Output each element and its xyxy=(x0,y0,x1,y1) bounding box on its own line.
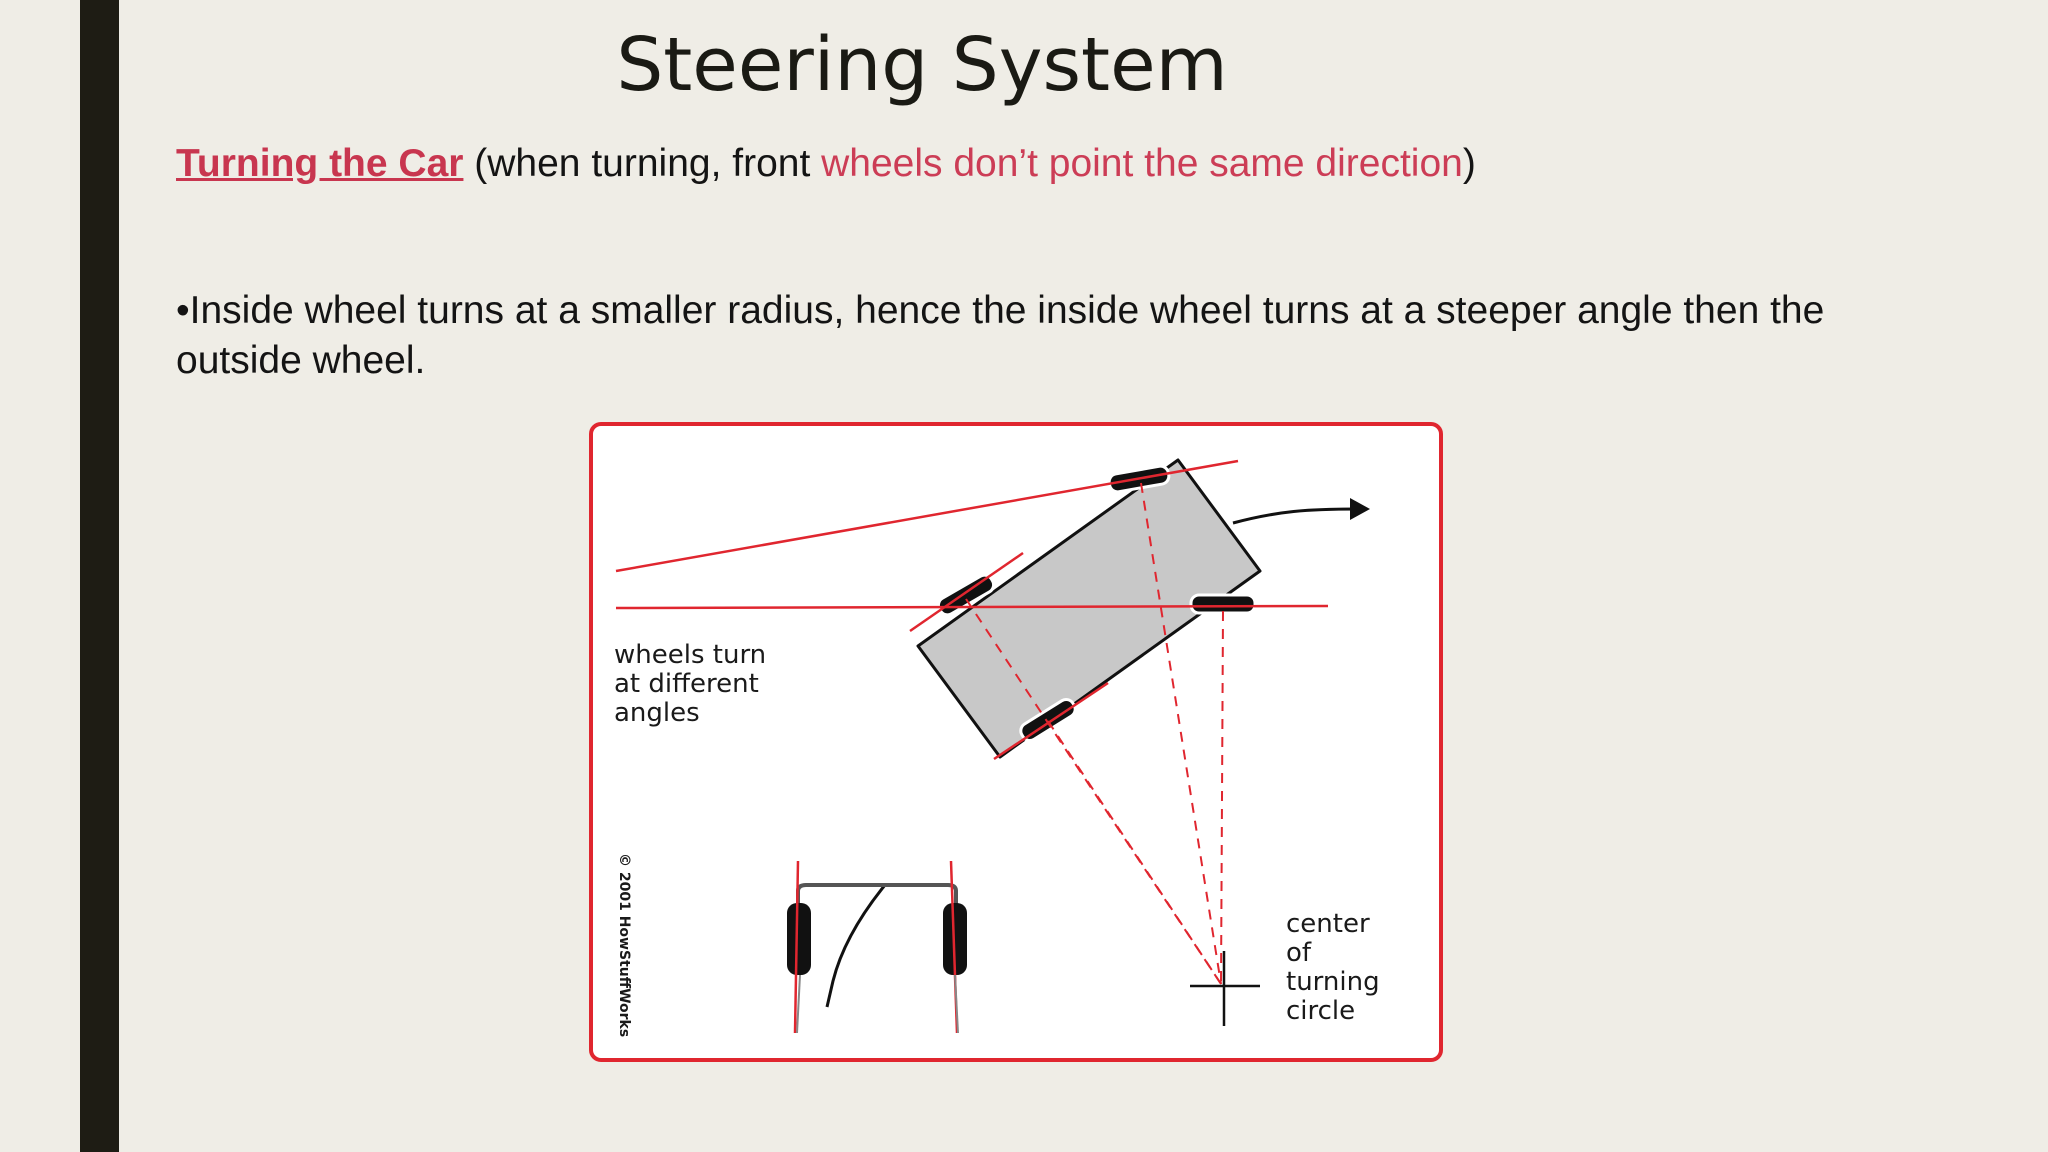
subtitle-highlight-text: wheels don’t point the same direction xyxy=(821,142,1463,185)
label-wheels-line-2: at different xyxy=(614,669,759,699)
car-path-curve xyxy=(825,884,887,1008)
label-center-line-4: circle xyxy=(1286,996,1355,1026)
copyright-text: © 2001 HowStuffWorks xyxy=(616,853,632,1037)
car-body xyxy=(916,458,1262,759)
dashed-line-rear-right xyxy=(1220,610,1224,985)
straight-right-track xyxy=(954,974,959,1034)
straight-left-track xyxy=(796,974,801,1034)
subtitle-mid-text: (when turning, front xyxy=(463,142,822,185)
bullet-point: •Inside wheel turns at a smaller radius,… xyxy=(176,286,1896,386)
steering-diagram: wheels turn at different angles center o… xyxy=(588,421,1444,1063)
inner-wheel-angle-line xyxy=(909,551,1024,633)
straight-left-tire xyxy=(787,903,811,975)
dashed-line-front-right xyxy=(1140,482,1222,985)
label-center-line-1: center xyxy=(1286,909,1370,939)
rear-right-tire xyxy=(1189,593,1257,615)
label-center-line-3: turning xyxy=(1286,967,1380,997)
accent-side-bar xyxy=(80,0,119,1152)
rear-left-axle-line xyxy=(993,681,1109,761)
slide-subtitle: Turning the Car (when turning, front whe… xyxy=(176,142,1476,186)
turning-the-car-link[interactable]: Turning the Car xyxy=(176,142,464,185)
outer-wheel-angle-line xyxy=(615,459,1239,573)
steering-diagram-svg: wheels turn at different angles center o… xyxy=(589,422,1443,1062)
subtitle-end-text: ) xyxy=(1462,142,1476,185)
label-wheels-line-1: wheels turn xyxy=(614,640,766,670)
slide-title: Steering System xyxy=(616,22,1228,108)
bullet-text: Inside wheel turns at a smaller radius, … xyxy=(176,289,1825,382)
bullet-marker: • xyxy=(176,289,190,332)
arrow-head-icon xyxy=(1350,498,1370,520)
direction-arrow-line xyxy=(1232,507,1359,525)
label-center-line-2: of xyxy=(1286,938,1312,968)
straight-right-tire xyxy=(943,903,967,975)
label-wheels-line-3: angles xyxy=(614,698,700,728)
straight-left-guide xyxy=(793,860,800,1034)
